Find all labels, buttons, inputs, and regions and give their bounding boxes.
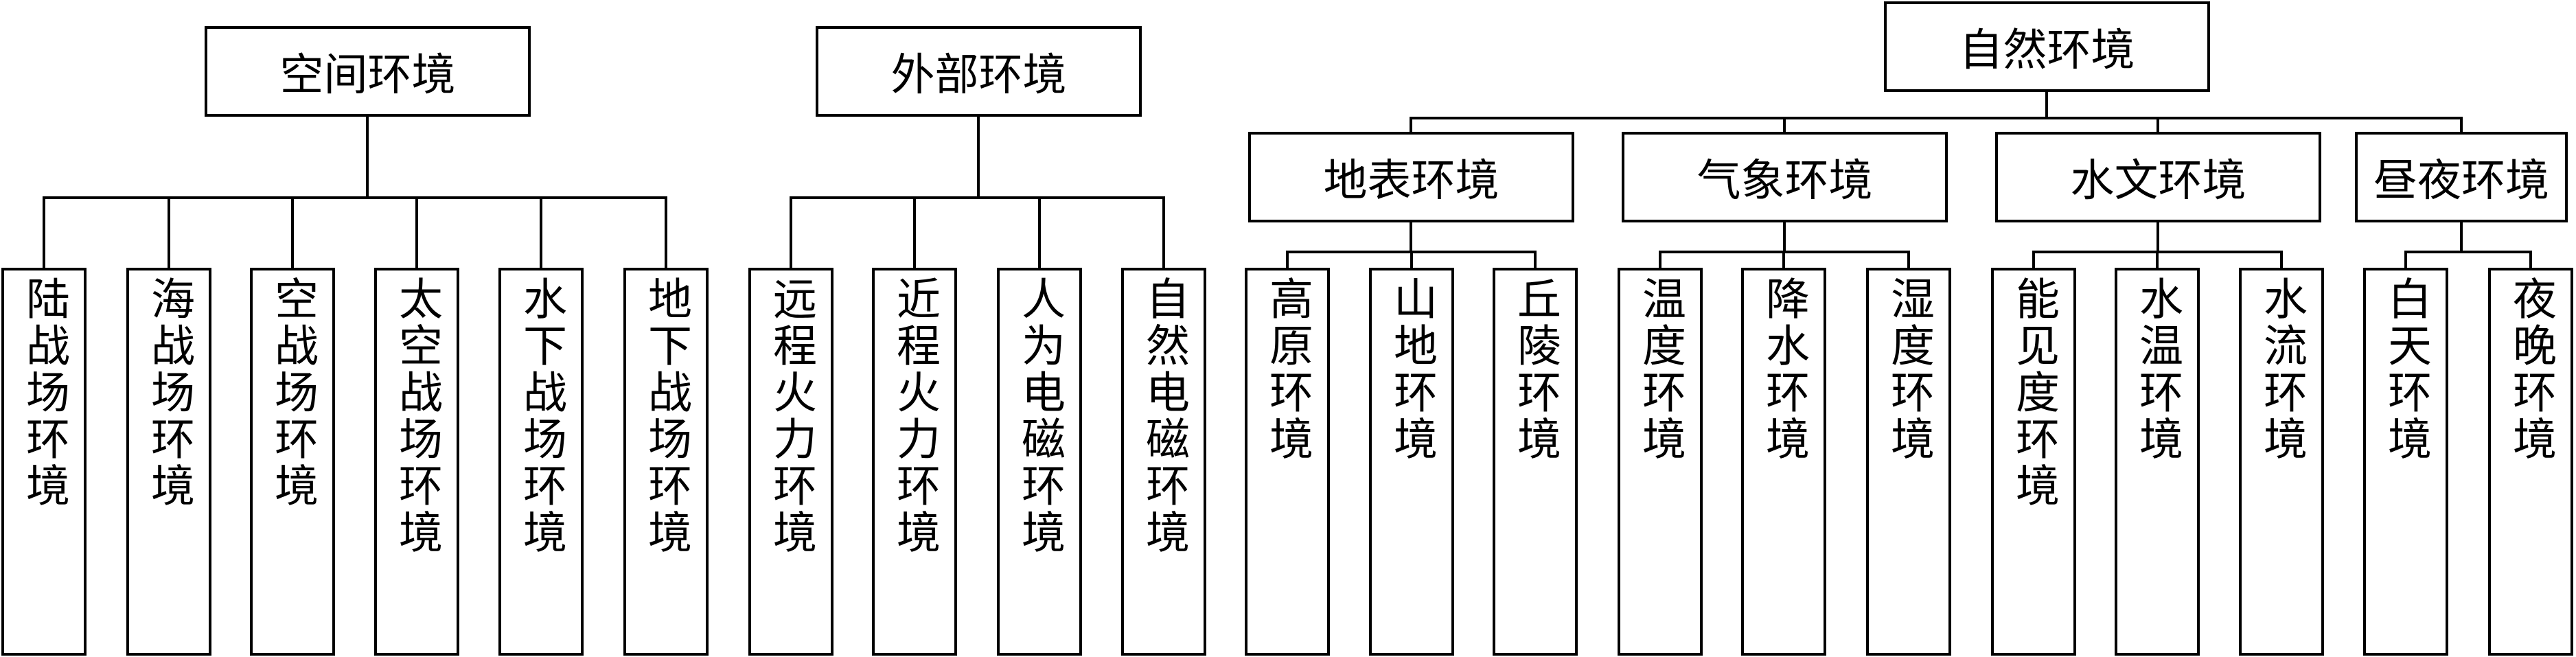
leaf-air-battlefield: 空战场环境 — [250, 268, 335, 656]
leaf-visibility: 能见度环境 — [1991, 268, 2076, 656]
leaf-short-range-fire: 近程火力环境 — [872, 268, 957, 656]
sub-weather-environment: 气象环境 — [1622, 132, 1948, 222]
leaf-humidity: 湿度环境 — [1866, 268, 1951, 656]
sub-hydrology-environment: 水文环境 — [1995, 132, 2321, 222]
leaf-daytime: 白天环境 — [2363, 268, 2448, 656]
leaf-sea-battlefield: 海战场环境 — [126, 268, 211, 656]
leaf-artificial-em: 人为电磁环境 — [997, 268, 1082, 656]
leaf-plateau: 高原环境 — [1245, 268, 1330, 656]
leaf-land-battlefield: 陆战场环境 — [1, 268, 87, 656]
root-natural-environment: 自然环境 — [1884, 1, 2210, 92]
root-external-environment: 外部环境 — [816, 26, 1142, 117]
leaf-water-flow: 水流环境 — [2239, 268, 2324, 656]
sub-surface-environment: 地表环境 — [1248, 132, 1574, 222]
leaf-underwater-battlefield: 水下战场环境 — [498, 268, 584, 656]
leaf-temperature: 温度环境 — [1618, 268, 1703, 656]
leaf-long-range-fire: 远程火力环境 — [748, 268, 833, 656]
leaf-hills: 丘陵环境 — [1493, 268, 1578, 656]
leaf-underground-battlefield: 地下战场环境 — [623, 268, 709, 656]
leaf-nighttime: 夜晚环境 — [2488, 268, 2573, 656]
leaf-natural-em: 自然电磁环境 — [1121, 268, 1206, 656]
leaf-mountain: 山地环境 — [1369, 268, 1454, 656]
leaf-water-temperature: 水温环境 — [2115, 268, 2200, 656]
sub-daynight-environment: 昼夜环境 — [2355, 132, 2568, 222]
root-space-environment: 空间环境 — [205, 26, 531, 117]
leaf-space-battlefield: 太空战场环境 — [374, 268, 459, 656]
leaf-precipitation: 降水环境 — [1741, 268, 1826, 656]
